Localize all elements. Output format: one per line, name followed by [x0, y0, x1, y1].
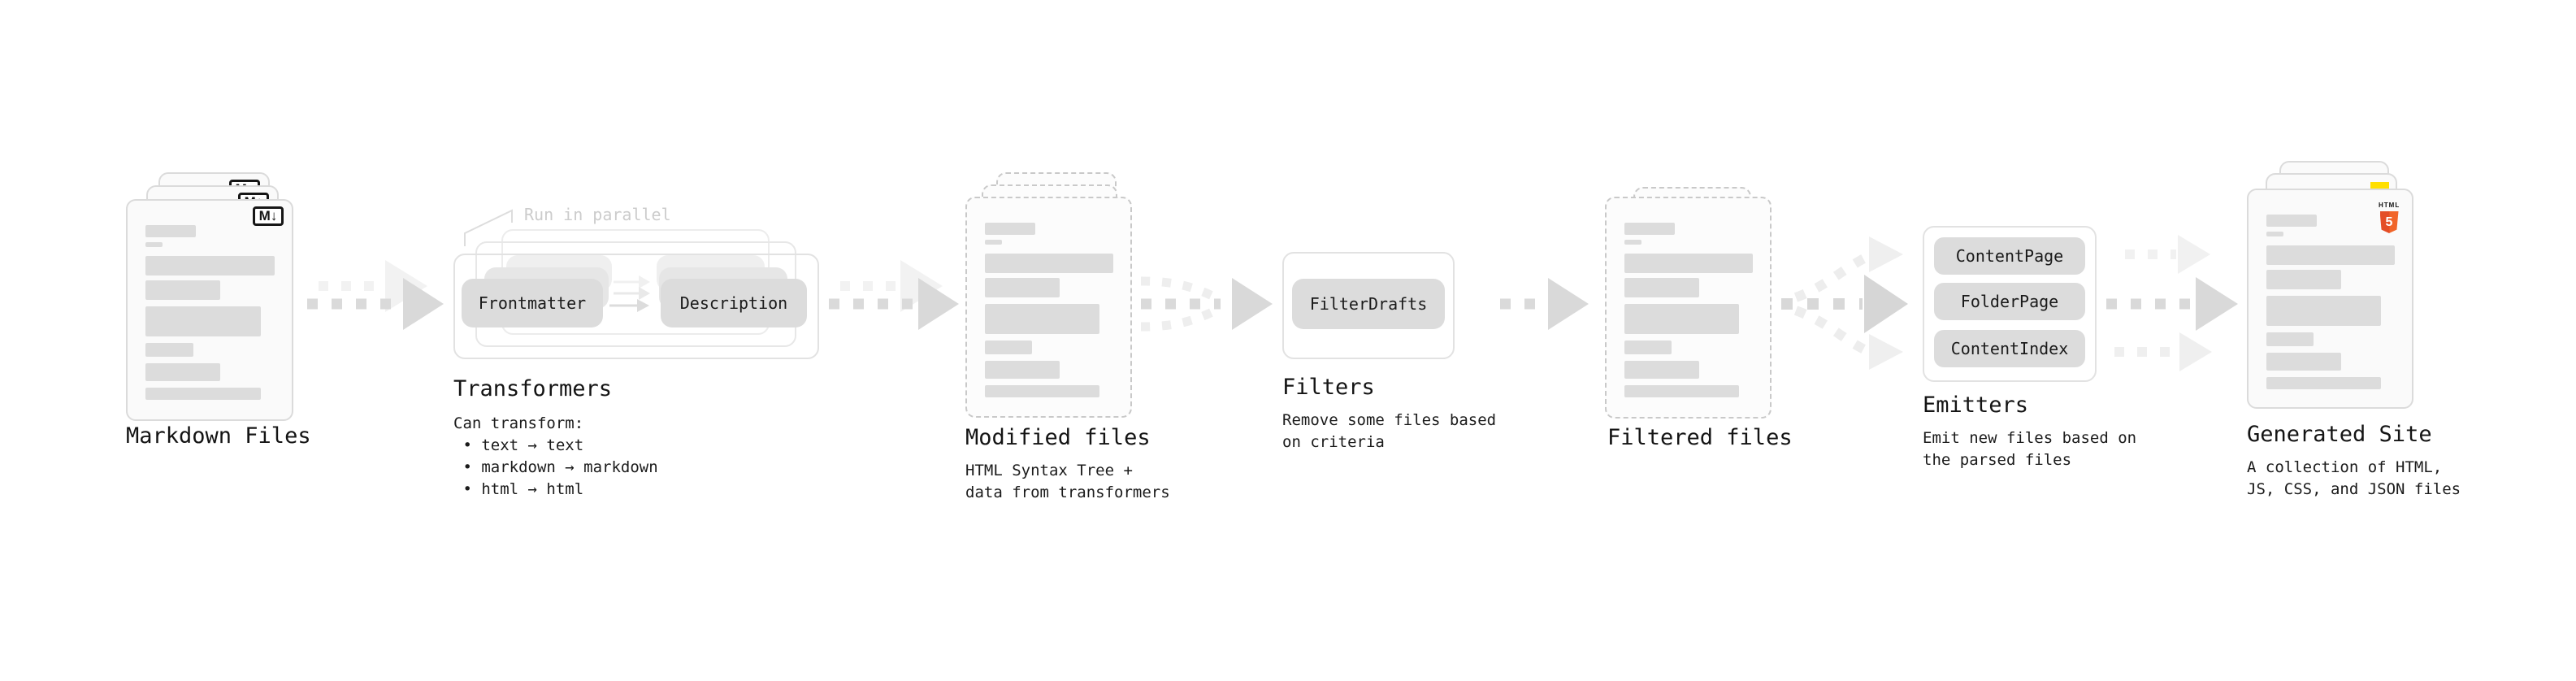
skeleton-bar	[985, 254, 1113, 273]
skeleton-bar	[145, 256, 275, 275]
generated-site-description: A collection of HTML, JS, CSS, and JSON …	[2247, 458, 2461, 498]
document-skeleton	[145, 225, 275, 400]
markdown-files-title: Markdown Files	[126, 423, 311, 449]
skeleton-bar	[2266, 296, 2381, 326]
skeleton-bar	[1624, 254, 1753, 273]
skeleton-bar	[1624, 361, 1699, 379]
modified-files-title: Modified files	[965, 425, 1151, 450]
frontmatter-pill: Frontmatter	[462, 279, 603, 327]
skeleton-bar	[985, 240, 1002, 245]
skeleton-bar	[145, 388, 261, 400]
arrow-emitters-to-generated	[2106, 235, 2238, 371]
document-skeleton	[1624, 223, 1753, 397]
skeleton-bar	[145, 225, 196, 237]
transformers-title: Transformers	[453, 376, 613, 401]
markdown-file-card: M↓	[126, 199, 293, 421]
filtered-file-card	[1605, 197, 1772, 419]
modified-file-card	[965, 197, 1132, 418]
skeleton-bar	[985, 361, 1060, 379]
skeleton-bar	[2266, 332, 2314, 346]
emitters-description: Emit new files based on the parsed files	[1923, 429, 2137, 469]
skeleton-bar	[985, 223, 1035, 235]
filters-description: Remove some files based on criteria	[1282, 411, 1497, 451]
skeleton-bar	[2266, 377, 2381, 389]
skeleton-bar	[1624, 304, 1739, 334]
arrow-modified-to-filters-merge	[1140, 276, 1273, 332]
skeleton-bar	[145, 363, 221, 381]
javascript-icon	[2370, 182, 2389, 189]
skeleton-bar	[145, 343, 193, 357]
skeleton-bar	[2266, 353, 2341, 371]
arrow-transformers-to-modified	[829, 260, 959, 330]
arrow-filters-to-filtered	[1500, 278, 1589, 330]
filterdrafts-pill: FilterDrafts	[1292, 279, 1445, 329]
html5-icon-label: HTML	[2379, 202, 2400, 209]
transformer-panel	[453, 254, 819, 359]
skeleton-bar	[985, 278, 1060, 297]
html5-icon-number: 5	[2385, 215, 2393, 229]
modified-files-description: HTML Syntax Tree + data from transformer…	[965, 462, 1170, 501]
document-skeleton	[2266, 215, 2395, 389]
skeleton-bar	[2266, 245, 2395, 265]
run-in-parallel-note: Run in parallel	[524, 205, 671, 224]
description-pill-label: Description	[679, 293, 788, 313]
filterdrafts-pill-label: FilterDrafts	[1309, 294, 1428, 314]
skeleton-bar	[985, 340, 1033, 354]
skeleton-bar	[145, 242, 163, 247]
generated-file-card: HTML 5	[2247, 189, 2413, 409]
document-skeleton	[985, 223, 1113, 397]
skeleton-bar	[1624, 385, 1739, 397]
transformers-description: Can transform: • text → text • markdown …	[453, 414, 658, 498]
arrow-markdown-to-transformers	[307, 260, 444, 330]
folderpage-pill: FolderPage	[1934, 283, 2085, 320]
emitters-title: Emitters	[1923, 393, 2029, 418]
description-pill: Description	[661, 279, 807, 327]
skeleton-bar	[1624, 240, 1641, 245]
filters-title: Filters	[1282, 375, 1375, 400]
filtered-files-title: Filtered files	[1607, 425, 1793, 450]
html5-icon-shield: 5	[2379, 211, 2399, 233]
arrow-filtered-to-emitters-split	[1781, 236, 1908, 370]
skeleton-bar	[2266, 232, 2283, 236]
skeleton-bar	[145, 280, 221, 300]
contentpage-pill-label: ContentPage	[1955, 246, 2064, 266]
skeleton-bar	[1624, 223, 1675, 235]
frontmatter-pill-label: Frontmatter	[478, 293, 587, 313]
skeleton-bar	[2266, 270, 2341, 289]
html5-icon: HTML 5	[2379, 195, 2400, 233]
generated-site-title: Generated Site	[2247, 422, 2432, 447]
skeleton-bar	[1624, 278, 1699, 297]
skeleton-bar	[1624, 340, 1672, 354]
skeleton-bar	[985, 304, 1099, 334]
folderpage-pill-label: FolderPage	[1960, 292, 2059, 311]
skeleton-bar	[2266, 215, 2317, 227]
contentindex-pill: ContentIndex	[1934, 330, 2085, 367]
contentindex-pill-label: ContentIndex	[1950, 339, 2069, 358]
markdown-icon: M↓	[253, 206, 284, 226]
skeleton-bar	[985, 385, 1099, 397]
contentpage-pill: ContentPage	[1934, 237, 2085, 275]
skeleton-bar	[145, 306, 261, 336]
